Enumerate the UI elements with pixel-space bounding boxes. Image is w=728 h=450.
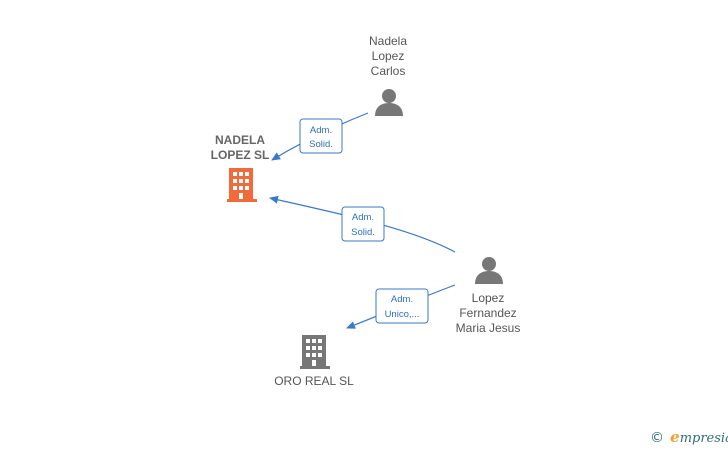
company-name-line-1: ORO REAL SL [274, 374, 354, 388]
brand-name: mpresia [679, 431, 728, 446]
person-name-line-3: Carlos [371, 64, 406, 78]
person-name-line-3: Maria Jesus [456, 321, 521, 335]
person-node-lopez-fernandez-maria-jesus[interactable]: Lopez Fernandez Maria Jesus [456, 257, 521, 335]
person-icon [375, 89, 403, 116]
building-icon [300, 335, 330, 369]
company-name-line-1: NADELA [215, 133, 265, 147]
person-name-line-2: Fernandez [459, 306, 516, 320]
person-name-line-1: Nadela [369, 34, 407, 48]
person-node-nadela-lopez-carlos[interactable]: Nadela Lopez Carlos [369, 34, 407, 116]
edge-label-line-2: Solid. [351, 227, 375, 238]
brand-logo-icon: e [670, 428, 680, 446]
edge-label-carlos-nadela[interactable]: Adm. Solid. [299, 118, 343, 154]
edge-label-maria-oro[interactable]: Adm. Unico,... [375, 288, 429, 324]
edge-label-line-1: Adm. [391, 294, 413, 305]
copyright-symbol: © [650, 430, 664, 446]
edge-label-line-1: Adm. [352, 212, 374, 223]
person-name-line-1: Lopez [472, 291, 505, 305]
edge-label-line-2: Unico,... [385, 309, 420, 320]
person-name-line-2: Lopez [372, 49, 405, 63]
edge-label-maria-nadela[interactable]: Adm. Solid. [341, 206, 385, 242]
person-icon [475, 257, 503, 284]
company-name-line-2: LOPEZ SL [211, 148, 270, 162]
brand-watermark: © empresia [650, 428, 728, 448]
edge-label-line-1: Adm. [310, 125, 332, 136]
building-icon [227, 168, 257, 202]
company-node-nadela-lopez[interactable]: NADELA LOPEZ SL [211, 133, 270, 202]
company-node-oro-real[interactable]: ORO REAL SL [274, 335, 354, 388]
edge-label-line-2: Solid. [309, 139, 333, 150]
